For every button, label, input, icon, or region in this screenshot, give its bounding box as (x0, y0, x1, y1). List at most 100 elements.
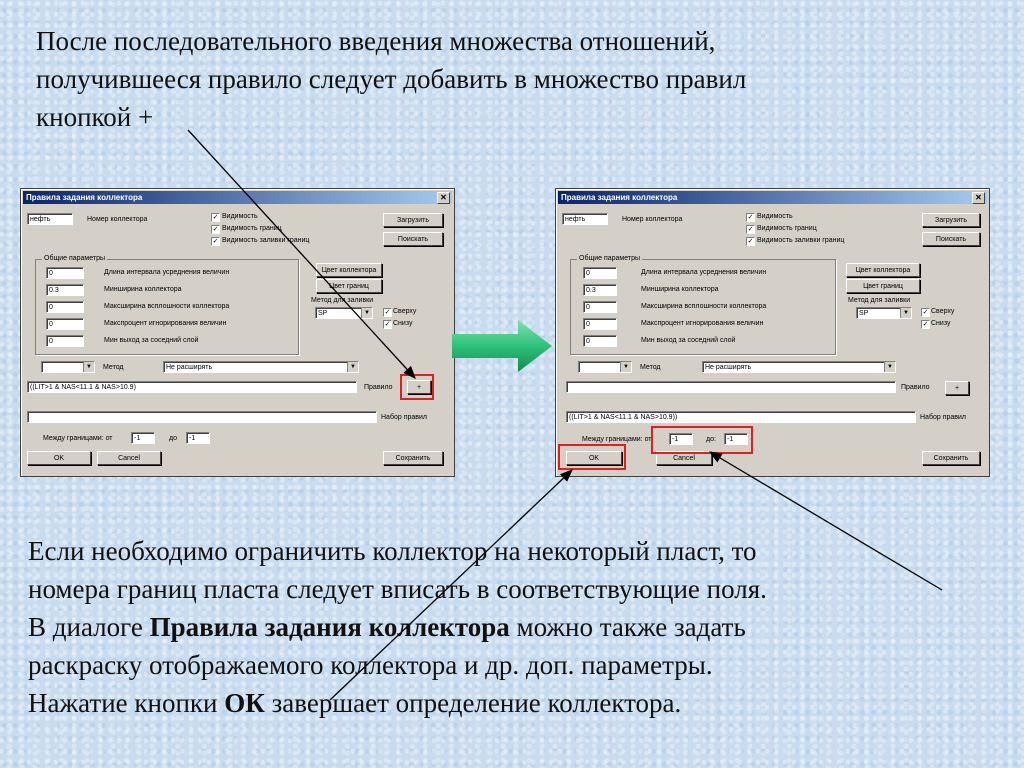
fill-visibility-checkbox[interactable]: ✓ (746, 237, 755, 246)
border-visibility-label: Видимость границ (757, 225, 817, 232)
visibility-checkbox[interactable]: ✓ (746, 213, 755, 222)
chevron-down-icon[interactable]: ▼ (83, 362, 94, 372)
group-title: Общие параметры (577, 254, 643, 264)
bottom-checkbox[interactable]: ✓ (921, 320, 930, 329)
load-button[interactable]: Загрузить (383, 213, 443, 227)
param-input-2[interactable]: 0.3 (583, 284, 617, 296)
bottom-text-line-5-pre: Нажатие кнопки (28, 688, 225, 718)
expand-value: Не расширять (705, 364, 752, 371)
collector-rules-dialog-left: Правила задания коллектора ✕ нефть Номер… (20, 188, 455, 477)
general-params-group: Общие параметры 0 Длина интервала усредн… (35, 254, 299, 355)
fill-method-select[interactable]: SP ▼ (315, 307, 373, 319)
param-label-1: Длина интервала усреднения величин (641, 269, 767, 276)
param-input-5[interactable]: 0 (583, 335, 617, 347)
to-border-input[interactable]: -1 (186, 432, 210, 444)
top-checkbox[interactable]: ✓ (383, 308, 392, 317)
bottom-check-label: Снизу (931, 320, 951, 327)
top-check-label: Сверху (931, 308, 955, 315)
param-input-2[interactable]: 0.3 (46, 284, 84, 296)
expand-combo[interactable]: Не расширять ▼ (163, 361, 359, 373)
dialog-title: Правила задания коллектора (26, 193, 143, 202)
param-label-4: Макспроцент игнорирования величин (641, 320, 764, 327)
border-color-button[interactable]: Цвет границ (846, 279, 920, 293)
chevron-down-icon[interactable]: ▼ (620, 362, 631, 372)
chevron-down-icon[interactable]: ▼ (361, 308, 372, 318)
to-border-input[interactable]: -1 (724, 433, 748, 445)
collector-name-input[interactable]: нефть (27, 213, 73, 225)
cancel-button[interactable]: Cancel (97, 451, 161, 465)
rule-input[interactable]: ((LIT>1 & NAS<11.1 & NAS>10.9) (27, 381, 357, 393)
bottom-text-line-1: Если необходимо ограничить коллектор на … (28, 536, 757, 566)
param-label-1: Длина интервала усреднения величин (104, 269, 230, 276)
add-rule-button[interactable]: + (945, 381, 969, 395)
border-visibility-checkbox[interactable]: ✓ (211, 225, 220, 234)
close-icon[interactable]: ✕ (437, 192, 450, 204)
border-color-button[interactable]: Цвет границ (316, 279, 382, 293)
collector-name-label: Номер коллектора (87, 216, 148, 223)
general-params-group: Общие параметры 0 Длина интервала усредн… (570, 254, 836, 355)
param-label-4: Макспроцент игнорирования величин (104, 320, 227, 327)
dialog-titlebar: Правила задания коллектора ✕ (558, 191, 987, 204)
search-button[interactable]: Поискать (922, 232, 980, 246)
fill-method-label: Метод для заливки (311, 297, 374, 304)
border-visibility-checkbox[interactable]: ✓ (746, 225, 755, 234)
fill-visibility-label: Видимость заливки границ (757, 237, 845, 244)
collector-color-button[interactable]: Цвет коллектора (846, 263, 920, 277)
fill-visibility-checkbox[interactable]: ✓ (211, 237, 220, 246)
collector-color-button[interactable]: Цвет коллектора (316, 263, 382, 277)
param-input-3[interactable]: 0 (46, 301, 84, 313)
param-label-5: Мин выход за соседний слой (641, 337, 736, 344)
top-checkbox[interactable]: ✓ (921, 308, 930, 317)
param-label-2: Минширина коллектора (641, 286, 719, 293)
to-label: до: (706, 436, 716, 443)
param-input-1[interactable]: 0 (46, 267, 84, 279)
param-input-5[interactable]: 0 (46, 335, 84, 347)
bottom-check-label: Снизу (393, 320, 413, 327)
param-input-4[interactable]: 0 (583, 318, 617, 330)
bottom-checkbox[interactable]: ✓ (383, 320, 392, 329)
search-button[interactable]: Поискать (383, 232, 443, 246)
fill-method-select[interactable]: SP ▼ (856, 307, 912, 319)
visibility-checkbox[interactable]: ✓ (211, 213, 220, 222)
param-input-1[interactable]: 0 (583, 267, 617, 279)
fill-method-value: SP (318, 310, 328, 317)
between-label: Между границами: от (43, 435, 113, 442)
dialog-title: Правила задания коллектора (561, 193, 678, 202)
bottom-text-line-4: раскраску отображаемого коллектора и др.… (28, 650, 713, 680)
ok-button[interactable]: OK (566, 451, 622, 465)
close-icon[interactable]: ✕ (972, 192, 985, 204)
rules-set-input[interactable] (27, 411, 377, 423)
from-border-input[interactable]: -1 (131, 432, 155, 444)
chevron-down-icon[interactable]: ▼ (884, 362, 895, 372)
highlight-ok-button (558, 444, 626, 470)
rules-set-label: Набор правил (381, 414, 427, 421)
bottom-text-line-2: номера границ пласта следует вписать в с… (28, 574, 767, 604)
ok-button[interactable]: OK (27, 451, 91, 465)
method-combo[interactable]: ▼ (578, 361, 632, 373)
method-label: Метод (103, 364, 124, 371)
bottom-text-line-3: В диалоге Правила задания коллектора мож… (28, 608, 988, 646)
collector-name-input[interactable]: нефть (562, 213, 608, 225)
chevron-down-icon[interactable]: ▼ (347, 362, 358, 372)
save-button[interactable]: Сохранить (922, 451, 980, 465)
collector-rules-dialog-right: Правила задания коллектора ✕ нефть Номер… (555, 188, 990, 477)
load-button[interactable]: Загрузить (922, 213, 980, 227)
top-text-line-3: кнопкой + (36, 102, 154, 132)
chevron-down-icon[interactable]: ▼ (900, 308, 911, 318)
top-text-line-2: получившееся правило следует добавить в … (36, 64, 747, 94)
param-label-2: Минширина коллектора (104, 286, 182, 293)
save-button[interactable]: Сохранить (383, 451, 443, 465)
param-input-3[interactable]: 0 (583, 301, 617, 313)
highlight-plus-button (400, 374, 434, 400)
visibility-label: Видимость (757, 213, 793, 220)
bottom-text-line-3-post: можно также задать (509, 612, 746, 642)
rule-label: Правило (901, 384, 930, 391)
from-border-input[interactable]: -1 (669, 433, 693, 445)
add-rule-button[interactable]: + (407, 380, 431, 394)
param-input-4[interactable]: 0 (46, 318, 84, 330)
method-combo[interactable]: ▼ (41, 361, 95, 373)
rule-input[interactable] (566, 381, 896, 393)
dialog-titlebar: Правила задания коллектора ✕ (23, 191, 452, 204)
rules-set-input[interactable]: ((LIT>1 & NAS<11.1 & NAS>10.9)) (566, 411, 916, 423)
expand-combo[interactable]: Не расширять ▼ (702, 361, 896, 373)
